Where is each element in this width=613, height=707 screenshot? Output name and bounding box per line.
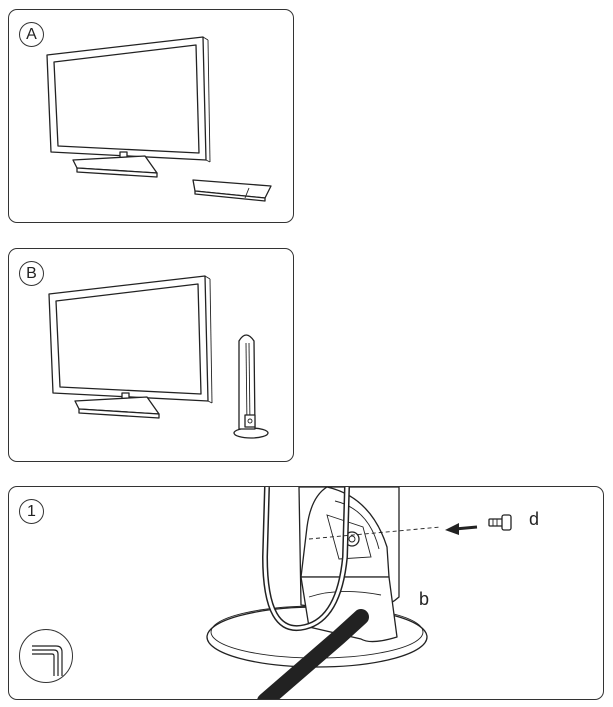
panel-b: B (8, 248, 294, 462)
tv-soundbar-illustration (46, 36, 272, 202)
panel-step-1-badge: 1 (19, 499, 44, 524)
hex-key-icon (32, 645, 63, 676)
callout-b: b (419, 589, 430, 609)
tv-vertical-speaker-illustration (48, 275, 269, 439)
screw-d (488, 514, 512, 531)
direction-arrow (445, 523, 459, 535)
stand-assembly-illustration (206, 487, 512, 699)
hex-key-tool (19, 629, 73, 683)
tv-screen (53, 44, 200, 154)
panel-step-1: 1 d b (8, 486, 604, 700)
callout-d: d (529, 509, 540, 529)
tv-screen (55, 283, 202, 395)
panel-a: A (8, 9, 294, 223)
base-cable (257, 609, 369, 699)
panel-b-badge: B (19, 261, 44, 286)
panel-a-badge: A (19, 22, 44, 47)
speaker-body (238, 334, 256, 430)
